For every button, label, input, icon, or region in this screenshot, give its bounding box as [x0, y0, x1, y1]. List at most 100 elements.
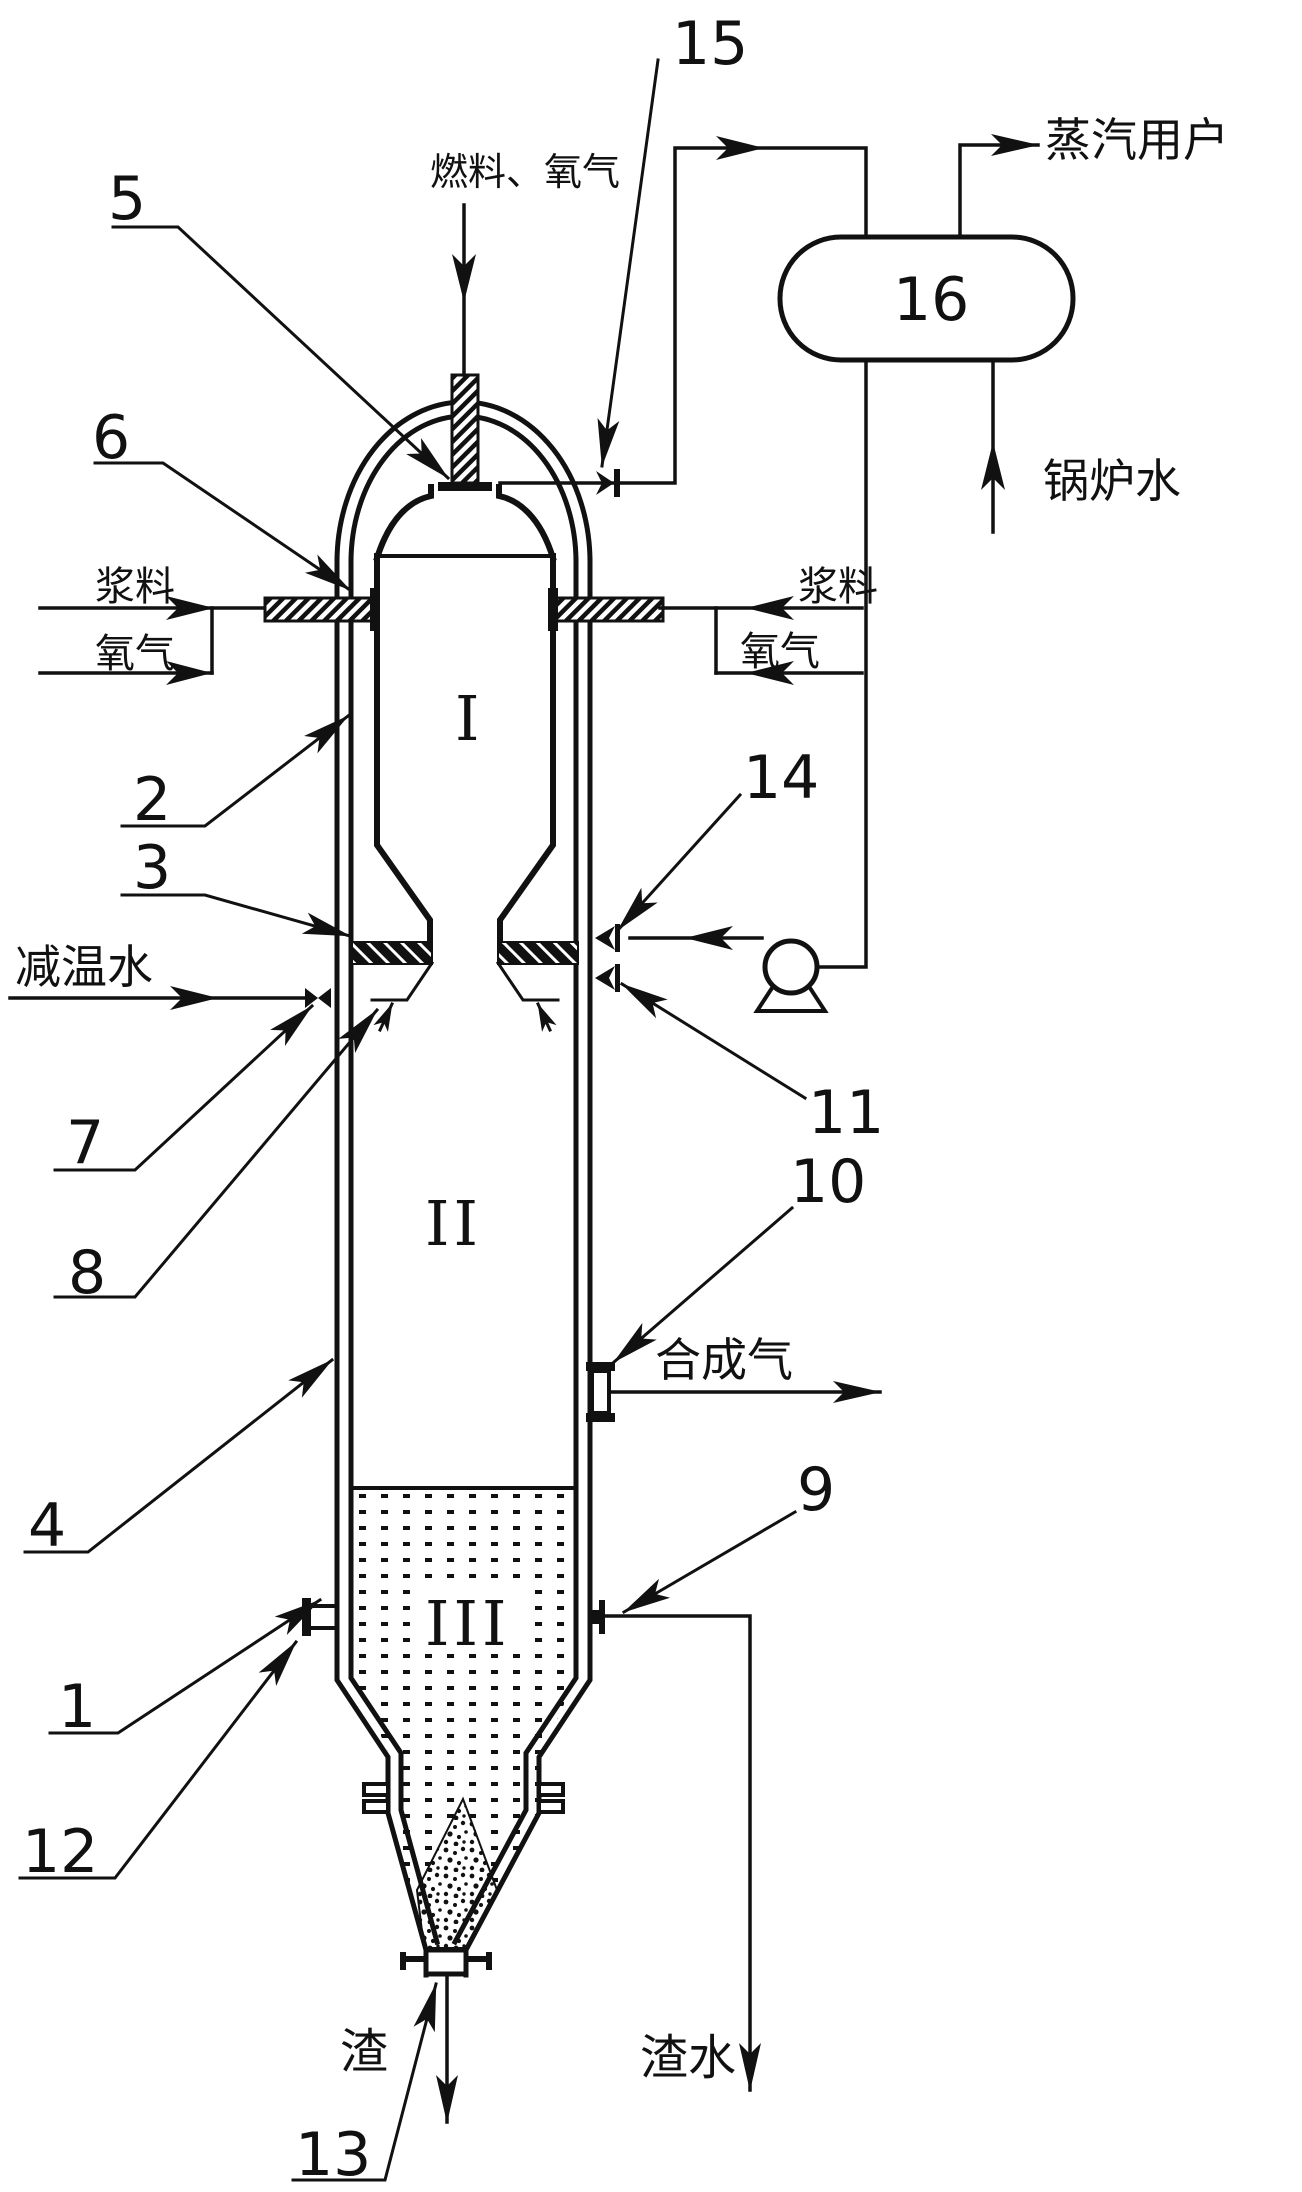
label-9: 9 — [797, 1455, 835, 1525]
syngas-nozzle-body — [590, 1369, 611, 1415]
leader-15 — [597, 58, 660, 468]
label-6: 6 — [92, 403, 130, 473]
quench-spray-arrow-left — [373, 1002, 394, 1032]
steam-outlet-pipe — [958, 134, 1040, 237]
label-11: 11 — [808, 1078, 884, 1148]
leader-11 — [619, 981, 808, 1101]
slag-label: 渣 — [340, 2024, 388, 2080]
quench-water-valve-left-half — [305, 988, 318, 1008]
label-1: 1 — [58, 1672, 96, 1742]
sec3-label-bg — [418, 1588, 528, 1650]
section-1-label: I — [455, 682, 484, 755]
leader-8 — [53, 1007, 380, 1299]
slurry-nozzle-right-tip — [548, 588, 558, 631]
slurry-left-label: 浆料 — [95, 564, 175, 610]
label-7: 7 — [66, 1108, 104, 1178]
leader-4 — [23, 1357, 335, 1554]
pump-icon — [762, 938, 820, 996]
dome-nozzle-flange — [614, 469, 620, 497]
label-16: 16 — [893, 265, 969, 335]
vessel-wall-right-inner — [451, 557, 579, 1946]
leader-2 — [120, 713, 351, 828]
quench-nozzle-lower — [595, 966, 615, 990]
slurry-nozzle-right-icon — [554, 596, 665, 623]
flow-arrow-boiler-water — [981, 442, 1005, 490]
flow-arrow-slurry-right — [746, 596, 794, 620]
leader-14 — [615, 792, 743, 933]
flow-arrow-quench-water — [170, 986, 218, 1010]
section-2-label: II — [425, 1187, 482, 1260]
slurry-nozzle-left-icon — [263, 596, 374, 623]
leader-13 — [291, 1982, 438, 2182]
drum-downcomer-pipe — [816, 358, 868, 969]
leader-12 — [18, 1639, 299, 1880]
fuel-oxygen-label: 燃料、氧气 — [430, 150, 620, 194]
vessel-wall-left-inner — [348, 557, 441, 1946]
chamber1-wall-left — [374, 553, 433, 946]
label-15: 15 — [672, 9, 748, 79]
steam-user-label: 蒸汽用户 — [1045, 113, 1229, 167]
quench-flare-left — [370, 960, 435, 1002]
dome-nozzle-arrow — [596, 471, 614, 495]
quench-ring-right — [497, 941, 579, 965]
label-8: 8 — [68, 1238, 106, 1308]
label-5: 5 — [108, 164, 146, 234]
oxygen-right-label: 氧气 — [740, 629, 820, 675]
quench-flare-right — [495, 960, 560, 1002]
bath-stub-left-flange — [302, 1598, 311, 1636]
leader-5 — [111, 225, 451, 481]
slag-outlet-flange-left-tick — [400, 1952, 406, 1970]
slurry-nozzle-left-tip — [370, 588, 380, 631]
chamber1-dome — [373, 484, 557, 562]
section-3-label: III — [425, 1587, 510, 1660]
burner-face-plate — [438, 482, 492, 491]
slag-water-line — [603, 1614, 761, 2092]
boiler-water-label: 锅炉水 — [1043, 454, 1181, 508]
slag-outlet-flange-right — [466, 1956, 490, 1962]
flow-arrow-to-drum — [716, 136, 764, 160]
leader-3 — [120, 893, 352, 938]
chamber1-wall-right — [497, 553, 556, 946]
slag-outlet-flange-left — [402, 1956, 426, 1962]
oxygen-left-label: 氧气 — [95, 631, 175, 677]
quench-water-label: 减温水 — [15, 940, 153, 994]
flow-arrow-oxygen-left — [166, 661, 212, 685]
syngas-nozzle-flange-top — [586, 1362, 615, 1371]
leader-1 — [48, 1597, 323, 1735]
quench-spray-arrow-right — [536, 1002, 557, 1032]
label-12: 12 — [22, 1817, 98, 1887]
cone-bracket-right-top — [537, 1782, 565, 1797]
cone-bracket-right-bottom — [537, 1799, 565, 1814]
slag-water-label: 渣水 — [640, 2030, 736, 2086]
quench-water-valve-right-half — [318, 988, 331, 1008]
pump-stand — [753, 985, 829, 1013]
label-14: 14 — [743, 743, 819, 813]
syngas-nozzle-flange-bottom — [586, 1413, 615, 1422]
leader-9 — [621, 1509, 798, 1615]
burner-icon — [450, 373, 480, 485]
slurry-right-label: 浆料 — [798, 564, 878, 610]
slagwater-nozzle-stub — [590, 1610, 599, 1624]
quench-ring-left — [351, 941, 433, 965]
cone-bracket-left-top — [362, 1782, 390, 1797]
flow-arrow-slurry-left — [166, 596, 214, 620]
slagwater-nozzle-flange — [599, 1600, 605, 1634]
label-3: 3 — [133, 833, 171, 903]
leader-7 — [53, 1003, 315, 1172]
slag-outlet-neck — [423, 1947, 469, 1977]
flow-arrow-fuel — [452, 254, 476, 302]
slag-outlet-flange-right-tick — [486, 1952, 492, 1970]
quench-nozzle-upper — [595, 926, 615, 950]
label-13: 13 — [295, 2120, 371, 2190]
flow-arrow-oxygen-right — [746, 661, 794, 685]
leader-6 — [93, 461, 353, 593]
steam-drum — [777, 234, 1076, 363]
quench-nozzle-lower-flange — [615, 964, 620, 992]
syngas-label: 合成气 — [655, 1333, 793, 1387]
label-2: 2 — [133, 765, 171, 835]
label-4: 4 — [28, 1491, 66, 1561]
leader-10 — [611, 1205, 795, 1365]
label-10: 10 — [790, 1147, 866, 1217]
